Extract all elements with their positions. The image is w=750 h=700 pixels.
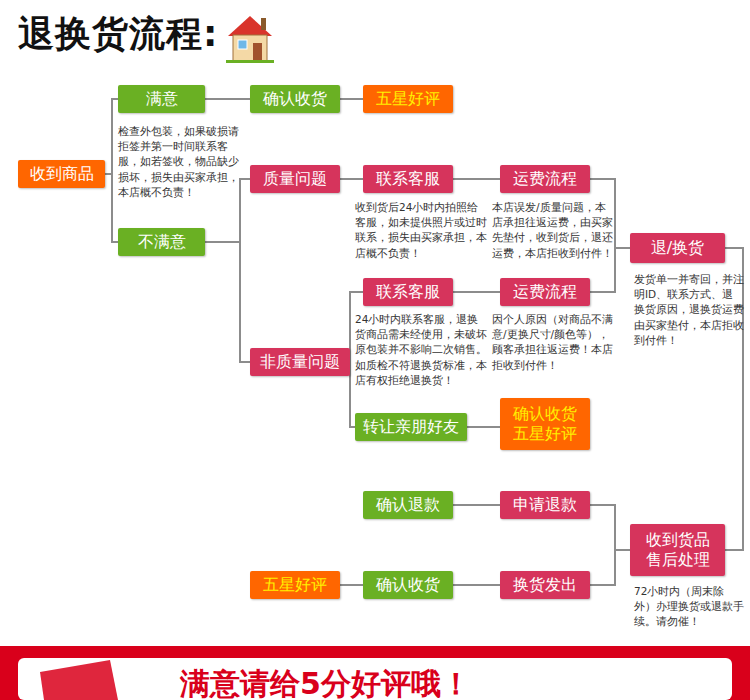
connector-line (453, 504, 500, 506)
box-label: 不满意 (132, 232, 192, 252)
note-text: 72小时内（周末除外）办理换货或退款手续。请勿催！ (634, 584, 744, 630)
note-text: 发货单一并寄回，并注明ID、联系方式、退换货原因，退换货运费由买家垫付，本店拒收… (634, 272, 744, 348)
note-text: 24小时内联系客服，退换货商品需未经使用，未破坏原包装并不影响二次销售。如质检不… (355, 312, 487, 388)
connector-line (453, 178, 500, 180)
process-box: 质量问题 (250, 165, 340, 193)
box-label: 收到货品 售后处理 (630, 530, 725, 570)
note-text: 检查外包装，如果破损请拒签并第一时间联系客服，如若签收，物品缺少损坏，损失由买家… (118, 124, 240, 200)
box-label: 联系客服 (370, 282, 446, 302)
process-box: 转让亲朋好友 (355, 413, 467, 441)
box-label: 质量问题 (257, 169, 333, 189)
box-label: 确认收货 五星好评 (500, 404, 590, 444)
connector-line (205, 242, 250, 362)
box-label: 联系客服 (370, 169, 446, 189)
connector-line (340, 98, 363, 100)
start-box: 收到商品 (18, 160, 105, 188)
box-label: 退/换货 (645, 238, 710, 258)
process-box: 确认退款 (363, 491, 453, 519)
box-label: 运费流程 (507, 169, 583, 189)
note-text: 本店误发/质量问题，本店承担往返运费，由买家先垫付，收到货后，退还运费，本店拒收… (492, 200, 614, 261)
box-label: 五星好评 (257, 575, 333, 595)
process-box: 收到货品 售后处理 (630, 524, 725, 576)
box-label: 五星好评 (370, 89, 446, 109)
box-label: 申请退款 (507, 495, 583, 515)
page-title: 退换货流程: (18, 10, 218, 59)
connector-line (340, 178, 363, 180)
process-box: 满意 (118, 85, 205, 113)
house-icon (226, 16, 274, 63)
box-label: 换货发出 (507, 575, 583, 595)
box-label: 满意 (140, 89, 184, 109)
process-box: 联系客服 (363, 165, 453, 193)
connector-line (105, 99, 118, 174)
connector-line (590, 505, 630, 550)
box-label: 确认收货 (370, 575, 446, 595)
result-box: 五星好评 (250, 571, 340, 599)
process-box: 换货发出 (500, 571, 590, 599)
connector-line (467, 426, 500, 428)
connector-line (205, 98, 250, 100)
box-label: 确认退款 (370, 495, 446, 515)
process-box: 非质量问题 (250, 348, 350, 376)
connector-line (453, 584, 500, 586)
box-label: 运费流程 (507, 282, 583, 302)
process-box: 运费流程 (500, 165, 590, 193)
process-box: 确认收货 (250, 85, 340, 113)
note-text: 收到货后24小时内拍照给客服，如未提供照片或过时联系，损失由买家承担，本店概不负… (355, 200, 487, 261)
box-label: 转让亲朋好友 (357, 417, 465, 437)
result-box: 确认收货 五星好评 (500, 398, 590, 450)
connector-line (340, 584, 363, 586)
process-box: 不满意 (118, 228, 205, 256)
result-box: 五星好评 (363, 85, 453, 113)
connector-line (590, 550, 630, 585)
process-box: 申请退款 (500, 491, 590, 519)
process-box: 运费流程 (500, 278, 590, 306)
connector-line (105, 174, 118, 242)
box-label: 收到商品 (24, 164, 100, 184)
box-label: 非质量问题 (254, 352, 346, 372)
connector-line (453, 291, 500, 293)
process-box: 确认收货 (363, 571, 453, 599)
process-box: 联系客服 (363, 278, 453, 306)
note-text: 因个人原因（对商品不满意/更换尺寸/颜色等），顾客承担往返运费！本店拒收到付件！ (492, 312, 616, 373)
box-label: 确认收货 (257, 89, 333, 109)
banner-slogan: 满意请给5分好评哦！ (180, 664, 471, 700)
process-box: 退/换货 (630, 233, 725, 263)
connector-line (205, 179, 250, 242)
